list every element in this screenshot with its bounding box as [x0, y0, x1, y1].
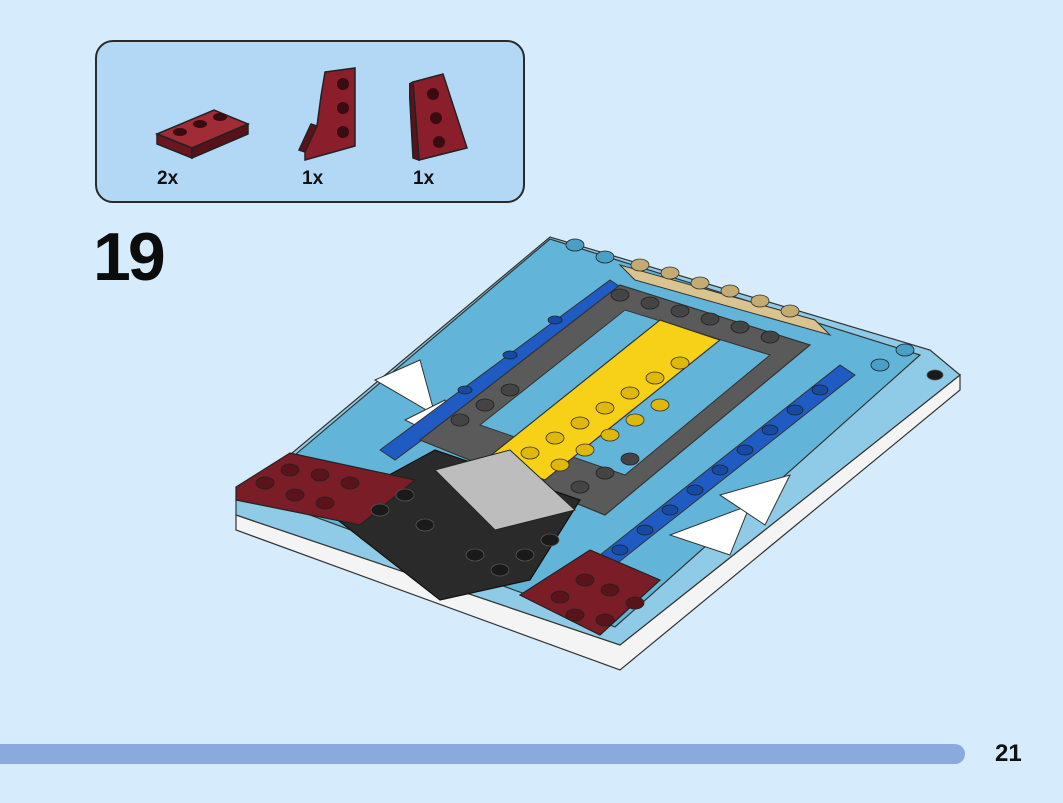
quantity-wedge-left: 1x	[302, 168, 324, 189]
parts-list-panel: 2x 1x 1x	[95, 40, 525, 203]
progress-bar	[0, 744, 965, 764]
quantity-plate-1x3: 2x	[157, 168, 179, 189]
page-number: 21	[995, 740, 1022, 767]
dark-red-wedge-plate-left-icon	[297, 67, 356, 161]
lego-model-illustration	[235, 236, 961, 671]
step-number: 19	[93, 219, 166, 295]
dark-red-plate-1x3-icon	[155, 109, 250, 160]
quantity-wedge-right: 1x	[413, 168, 435, 189]
dark-red-wedge-plate-right-icon	[409, 73, 468, 162]
